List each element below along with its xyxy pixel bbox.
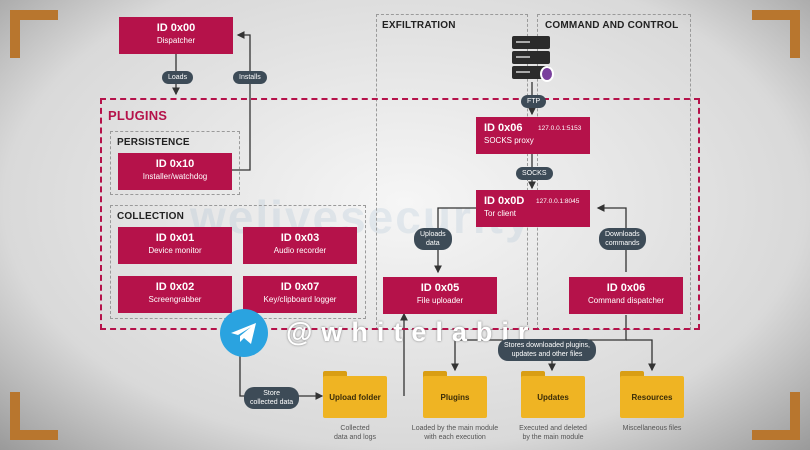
- telegram-icon: [220, 309, 268, 357]
- device-id: ID 0x01: [155, 232, 195, 244]
- keylog-id: ID 0x07: [280, 281, 320, 293]
- tor-onion-icon: [540, 66, 554, 82]
- plugins-region: [100, 98, 700, 330]
- device-monitor-node: ID 0x01 Device monitor: [118, 227, 232, 264]
- keylogger-node: ID 0x07 Key/clipboard logger: [243, 276, 357, 313]
- corner-bracket-br: [752, 392, 800, 440]
- installer-node: ID 0x10 Installer/watchdog: [118, 153, 232, 190]
- keylog-desc: Key/clipboard logger: [263, 295, 337, 304]
- installer-id: ID 0x10: [155, 158, 195, 170]
- dispatcher-id: ID 0x00: [156, 22, 196, 34]
- collection-title: COLLECTION: [117, 211, 184, 222]
- socks-ip: 127.0.0.1:5153: [538, 125, 582, 132]
- corner-bracket-tr: [752, 10, 800, 58]
- loads-label: Loads: [162, 71, 194, 84]
- file-uploader-node: ID 0x05 File uploader: [383, 277, 497, 314]
- cmd-id: ID 0x06: [606, 282, 646, 294]
- screen-id: ID 0x02: [155, 281, 195, 293]
- uploader-id: ID 0x05: [420, 282, 460, 294]
- updates-folder-label: Updates: [521, 376, 585, 418]
- plugins-title: PLUGINS: [108, 108, 168, 123]
- socks-label: SOCKS: [516, 167, 553, 180]
- uploader-desc: File uploader: [416, 296, 464, 305]
- resources-folder: Resources: [620, 371, 684, 418]
- installs-label: Installs: [233, 71, 267, 84]
- tor-desc: Tor client: [484, 209, 517, 218]
- screen-desc: Screengrabber: [148, 295, 202, 304]
- persistence-panel: [110, 131, 240, 195]
- cmd-desc: Command dispatcher: [587, 296, 665, 305]
- updates-folder: Updates: [521, 371, 585, 418]
- dispatcher-desc: Dispatcher: [156, 36, 196, 45]
- stores-downloaded-label: Stores downloaded plugins, updates and o…: [498, 339, 597, 361]
- tor-ip: 127.0.0.1:8045: [536, 198, 580, 205]
- server-icon: [512, 36, 554, 84]
- installer-desc: Installer/watchdog: [142, 172, 208, 181]
- screengrabber-node: ID 0x02 Screengrabber: [118, 276, 232, 313]
- dispatcher-node: ID 0x00 Dispatcher: [119, 17, 233, 54]
- upload-folder-label: Upload folder: [323, 376, 387, 418]
- socks-desc: SOCKS proxy: [484, 136, 534, 145]
- command-dispatcher-node: ID 0x06 Command dispatcher: [569, 277, 683, 314]
- tor-client-node: ID 0x0D Tor client 127.0.0.1:8045: [476, 190, 590, 227]
- corner-bracket-bl: [10, 392, 58, 440]
- plugins-folder: Plugins: [423, 371, 487, 418]
- store-collected-label: Store collected data: [244, 387, 300, 409]
- plugins-folder-caption: Loaded by the main module with each exec…: [411, 425, 499, 441]
- persistence-title: PERSISTENCE: [117, 137, 190, 148]
- socks-proxy-node: ID 0x06 SOCKS proxy 127.0.0.1:5153: [476, 117, 590, 154]
- ftp-label: FTP: [521, 95, 547, 108]
- tor-id: ID 0x0D: [484, 195, 525, 207]
- uploads-label: Uploads data: [414, 228, 452, 250]
- socks-id: ID 0x06: [484, 122, 523, 134]
- upload-folder: Upload folder: [323, 371, 387, 418]
- resources-folder-label: Resources: [620, 376, 684, 418]
- corner-bracket-tl: [10, 10, 58, 58]
- resources-folder-caption: Miscellaneous files: [622, 425, 682, 432]
- audio-id: ID 0x03: [280, 232, 320, 244]
- updates-folder-caption: Executed and deleted by the main module: [519, 425, 587, 441]
- audio-recorder-node: ID 0x03 Audio recorder: [243, 227, 357, 264]
- watermark-handle: @whitelabir: [286, 317, 538, 347]
- upload-folder-caption: Collected data and logs: [333, 425, 377, 441]
- audio-desc: Audio recorder: [273, 246, 327, 255]
- plugins-folder-label: Plugins: [423, 376, 487, 418]
- cnc-title: COMMAND AND CONTROL: [545, 20, 679, 31]
- exfiltration-title: EXFILTRATION: [382, 20, 456, 31]
- device-desc: Device monitor: [148, 246, 202, 255]
- downloads-label: Downloads commands: [599, 228, 646, 250]
